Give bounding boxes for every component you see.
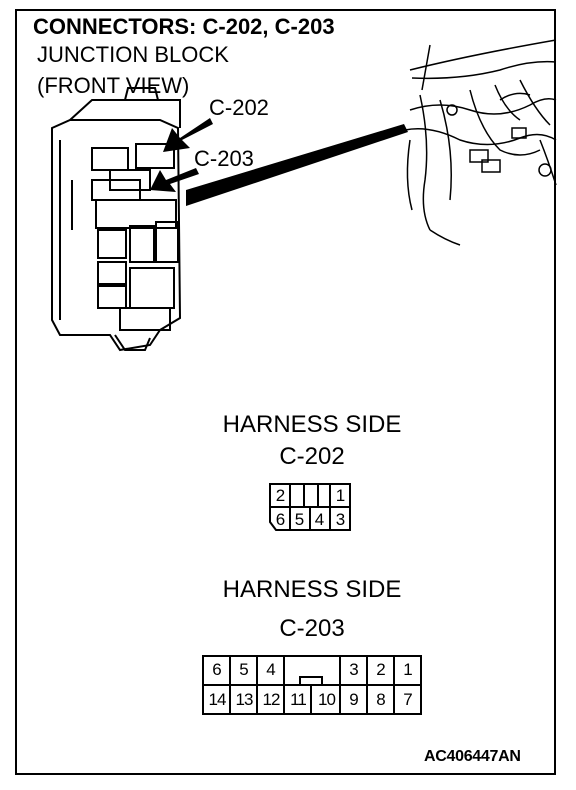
c202-pin: 6	[275, 510, 286, 529]
connector-name-c203: C-203	[279, 615, 345, 642]
c203-pin: 3	[349, 660, 359, 679]
c203-pin: 8	[376, 690, 386, 709]
harness-side-heading-c203: HARNESS SIDE	[222, 576, 402, 603]
page-title: CONNECTORS: C-202, C-203	[33, 14, 335, 39]
c202-pin: 5	[294, 510, 305, 529]
figure-code: AC406447AN	[424, 748, 521, 765]
c203-pin: 9	[349, 690, 359, 709]
c203-pin: 7	[403, 690, 413, 709]
harness-side-heading-c202: HARNESS SIDE	[222, 411, 402, 438]
c203-pin: 1	[403, 660, 413, 679]
callout-c202: C-202	[209, 95, 269, 120]
c203-pin: 10	[318, 690, 336, 709]
junction-block-drawing	[51, 87, 182, 352]
c203-pin: 2	[376, 660, 386, 679]
c202-pin: 2	[275, 486, 286, 505]
c203-pin: 6	[212, 660, 222, 679]
c202-pin: 1	[335, 486, 346, 505]
c203-pin: 5	[239, 660, 249, 679]
callout-c203: C-203	[194, 146, 254, 171]
callout-arrows	[150, 118, 213, 192]
dashboard-drawing	[404, 39, 557, 246]
c203-pin: 14	[208, 690, 227, 709]
c203-pin: 4	[266, 660, 276, 679]
view-label: (FRONT VIEW)	[37, 73, 190, 98]
pointer-wedge	[186, 124, 408, 206]
c202-pin: 3	[335, 510, 346, 529]
diagram-frame	[15, 9, 556, 775]
c203-pin: 11	[290, 690, 307, 709]
connector-name-c202: C-202	[279, 443, 345, 470]
c203-pin: 12	[262, 690, 281, 709]
c203-pin: 13	[235, 690, 254, 709]
junction-block-label: JUNCTION BLOCK	[37, 42, 229, 67]
c202-pin: 4	[314, 510, 325, 529]
